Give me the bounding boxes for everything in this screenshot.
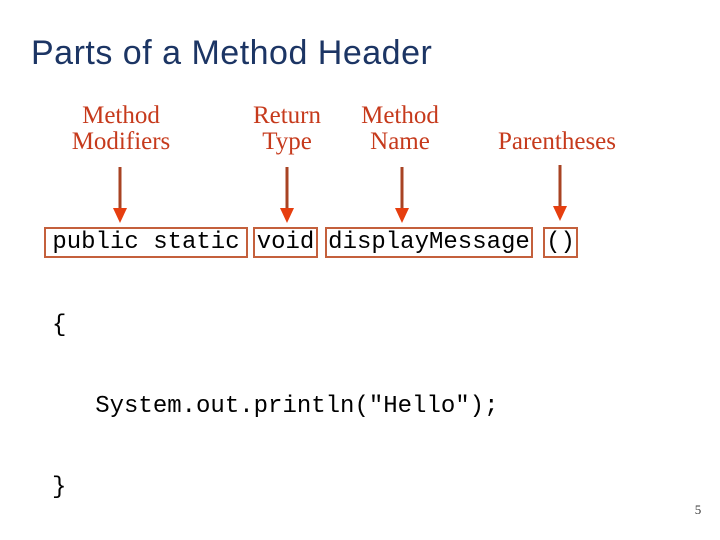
label-parentheses: Parentheses bbox=[467, 129, 647, 155]
label-return-type-line1: Return bbox=[252, 102, 322, 129]
label-method-name-line1: Method bbox=[361, 102, 439, 129]
page-number: 5 bbox=[694, 502, 702, 517]
code-line-close-brace: } bbox=[52, 474, 67, 501]
code-box-method-name: displayMessage bbox=[325, 227, 533, 258]
code-box-return-type: void bbox=[253, 227, 318, 258]
label-return-type: Return Type bbox=[217, 103, 357, 155]
code-box-method-modifiers: public static bbox=[44, 227, 248, 258]
label-method-modifiers-line1: Method bbox=[82, 102, 160, 129]
slide-title: Parts of a Method Header bbox=[31, 34, 433, 72]
down-arrow-icon bbox=[395, 167, 409, 223]
label-method-name-line2: Name bbox=[370, 128, 430, 155]
label-method-modifiers-line2: Modifiers bbox=[71, 128, 171, 155]
label-method-modifiers: Method Modifiers bbox=[46, 103, 196, 155]
label-method-name: Method Name bbox=[330, 103, 470, 155]
code-line-statement: System.out.println("Hello"); bbox=[52, 393, 499, 420]
label-parentheses-line1: Parentheses bbox=[497, 128, 617, 155]
code-box-parentheses: () bbox=[543, 227, 578, 258]
down-arrow-icon bbox=[113, 167, 127, 223]
code-body: { System.out.println("Hello"); } bbox=[52, 258, 498, 540]
down-arrow-icon bbox=[280, 167, 294, 223]
code-line-open-brace: { bbox=[52, 312, 67, 339]
label-return-type-line2: Type bbox=[262, 128, 312, 155]
down-arrow-icon bbox=[553, 165, 567, 221]
